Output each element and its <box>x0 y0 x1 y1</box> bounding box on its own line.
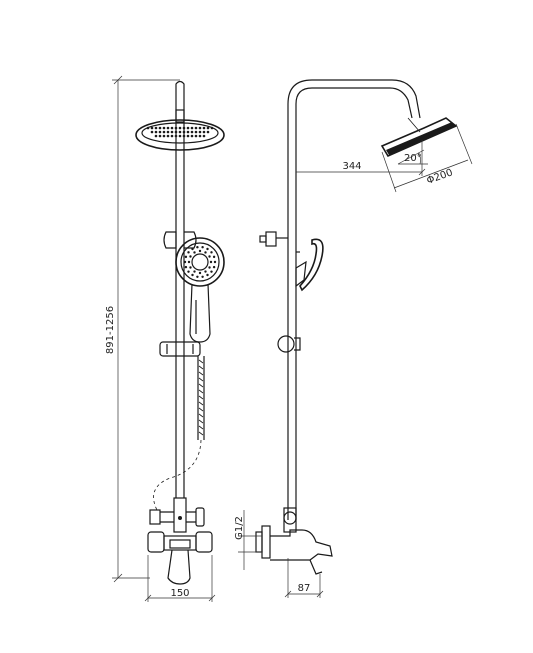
mixer-width-dimension: 150 <box>144 555 216 602</box>
head-diameter-label: Φ200 <box>425 167 454 187</box>
mixer-depth-dimension: 87 <box>284 558 324 598</box>
overhead-shower-head <box>135 109 225 151</box>
height-dimension: 891-1256 <box>105 75 180 583</box>
height-range-label: 891-1256 <box>105 306 116 354</box>
flexible-hose <box>153 356 205 513</box>
tilt-angle-label: 20° <box>404 153 422 164</box>
diverter-valve <box>149 497 205 533</box>
inlet-thread-label: G1/2 <box>234 516 245 540</box>
side-riser-pipe <box>287 79 421 520</box>
side-wall-bracket <box>259 231 288 247</box>
side-view: 344 20° Φ200 <box>234 79 473 598</box>
side-diverter <box>283 507 297 533</box>
inlet-thread-dimension: G1/2 <box>234 510 262 570</box>
side-slide-holder <box>277 335 301 353</box>
riser-pipe <box>175 92 185 498</box>
arm-reach-label: 344 <box>342 161 361 172</box>
side-mixer <box>255 525 333 575</box>
mixer-depth-label: 87 <box>298 583 311 594</box>
slide-bar-holder <box>159 341 201 357</box>
mixer-width-label: 150 <box>170 588 189 599</box>
shower-head-nozzles <box>146 126 214 138</box>
side-overhead-head <box>380 117 458 158</box>
front-view: 891-1256 <box>105 75 225 602</box>
arm-reach-dimension: 344 <box>296 140 426 176</box>
tilt-angle-annotation: 20° <box>397 149 428 165</box>
side-hand-shower <box>295 238 324 292</box>
wall-bracket <box>163 231 197 249</box>
mixer-body <box>147 531 213 585</box>
hand-shower-nozzles <box>183 246 217 278</box>
hand-shower-head <box>175 237 225 343</box>
